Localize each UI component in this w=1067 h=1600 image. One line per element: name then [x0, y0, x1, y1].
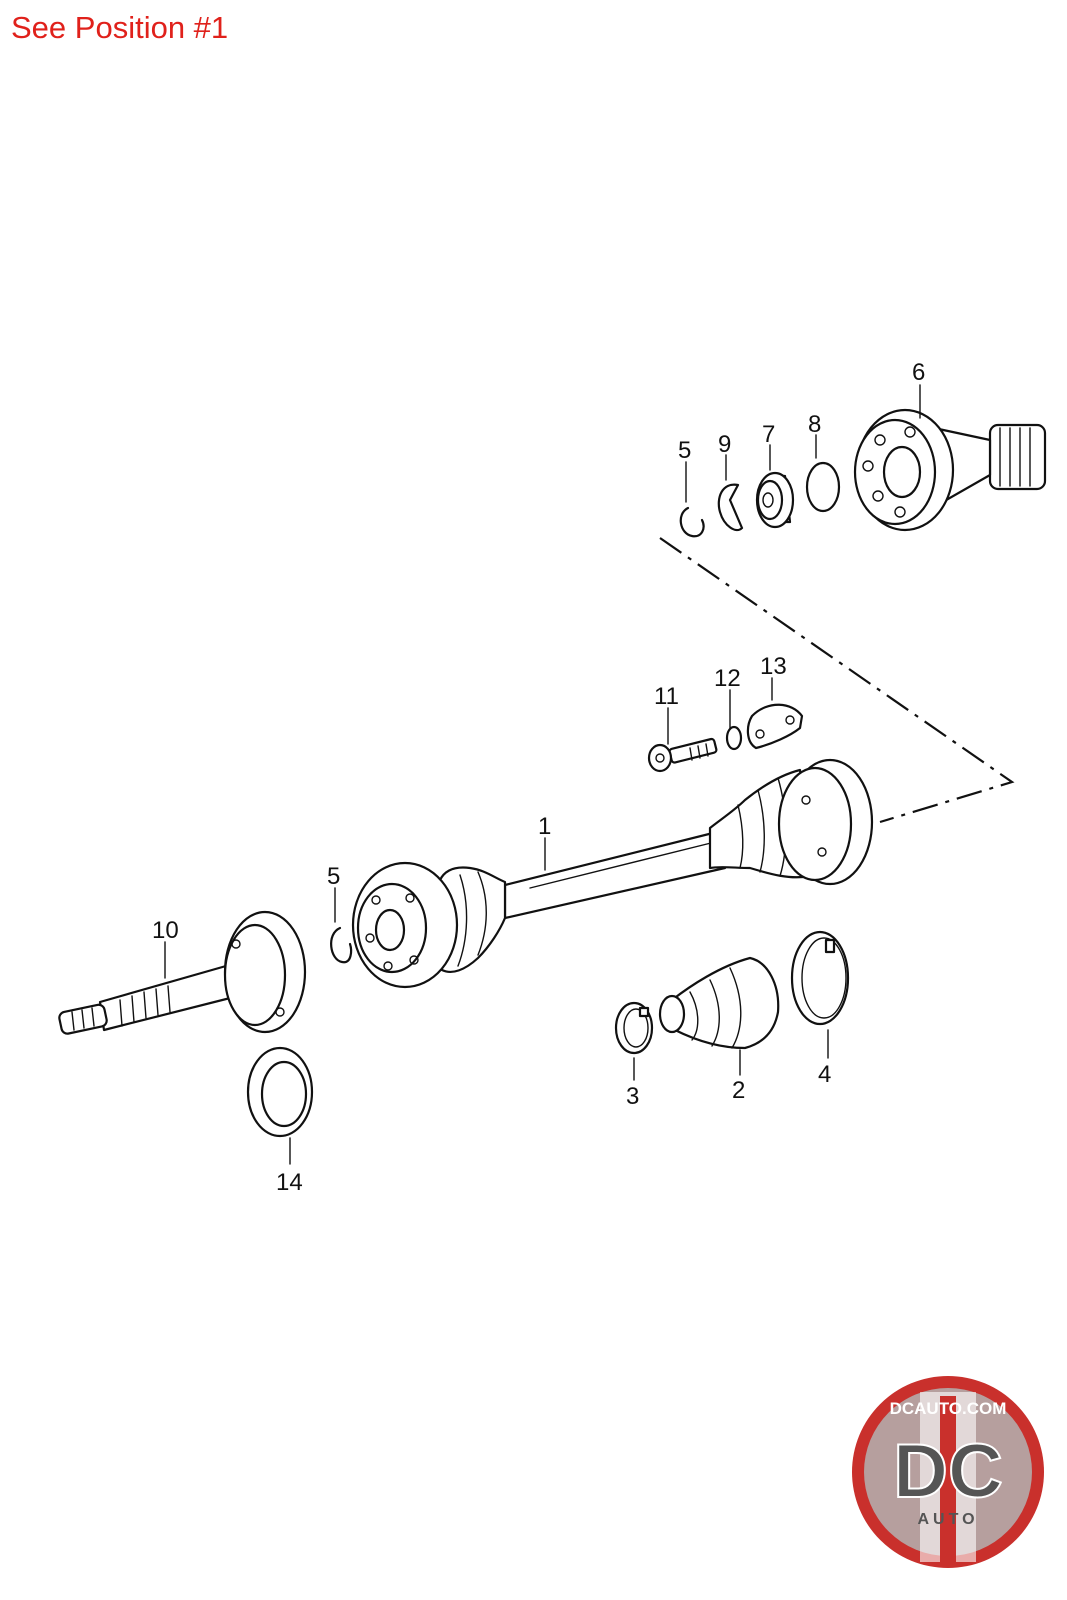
callout-10: 10: [152, 917, 179, 944]
leader-lines: [164, 384, 921, 1165]
part-12-lock-washer: [725, 725, 743, 751]
callout-3: 3: [626, 1083, 639, 1110]
part-11-bolt: [647, 737, 718, 773]
callout-5-lower: 5: [327, 863, 340, 890]
callout-11: 11: [654, 683, 679, 710]
callout-13: 13: [760, 653, 787, 680]
callout-4: 4: [818, 1061, 831, 1088]
callout-2: 2: [732, 1077, 745, 1104]
callout-1: 1: [538, 813, 551, 840]
logo-site-text: DCAUTO.COM: [890, 1399, 1007, 1418]
part-5-circlip-lower: [330, 926, 353, 964]
part-10-stub-axle: [58, 910, 307, 1035]
see-position-note: See Position #1: [11, 10, 229, 45]
part-14-seal: [246, 1046, 314, 1138]
part-8-o-ring: [805, 461, 841, 513]
callout-9: 9: [718, 431, 731, 458]
connector-line: [659, 537, 1015, 824]
logo-letters: DC: [893, 1429, 1003, 1514]
part-9-washer: [717, 483, 744, 532]
callout-8: 8: [808, 411, 821, 438]
callout-5-upper: 5: [678, 437, 691, 464]
callout-14: 14: [276, 1169, 303, 1196]
part-13-retaining-plate: [746, 703, 804, 750]
part-6-joint-housing: [853, 408, 1047, 532]
callout-6: 6: [912, 359, 925, 386]
logo-sub-text: AUTO: [917, 1511, 978, 1528]
part-3-small-clamp: [614, 1001, 654, 1055]
callout-12: 12: [714, 665, 741, 692]
part-4-large-clamp: [790, 930, 850, 1026]
part-1-axle-shaft: [351, 758, 874, 989]
callout-7: 7: [762, 421, 775, 448]
part-2-boot: [658, 956, 780, 1050]
dcauto-logo: DCAUTO.COM DC AUTO: [852, 1376, 1044, 1568]
part-7-inner-race: [755, 471, 795, 529]
part-5-circlip-upper: [679, 506, 705, 538]
